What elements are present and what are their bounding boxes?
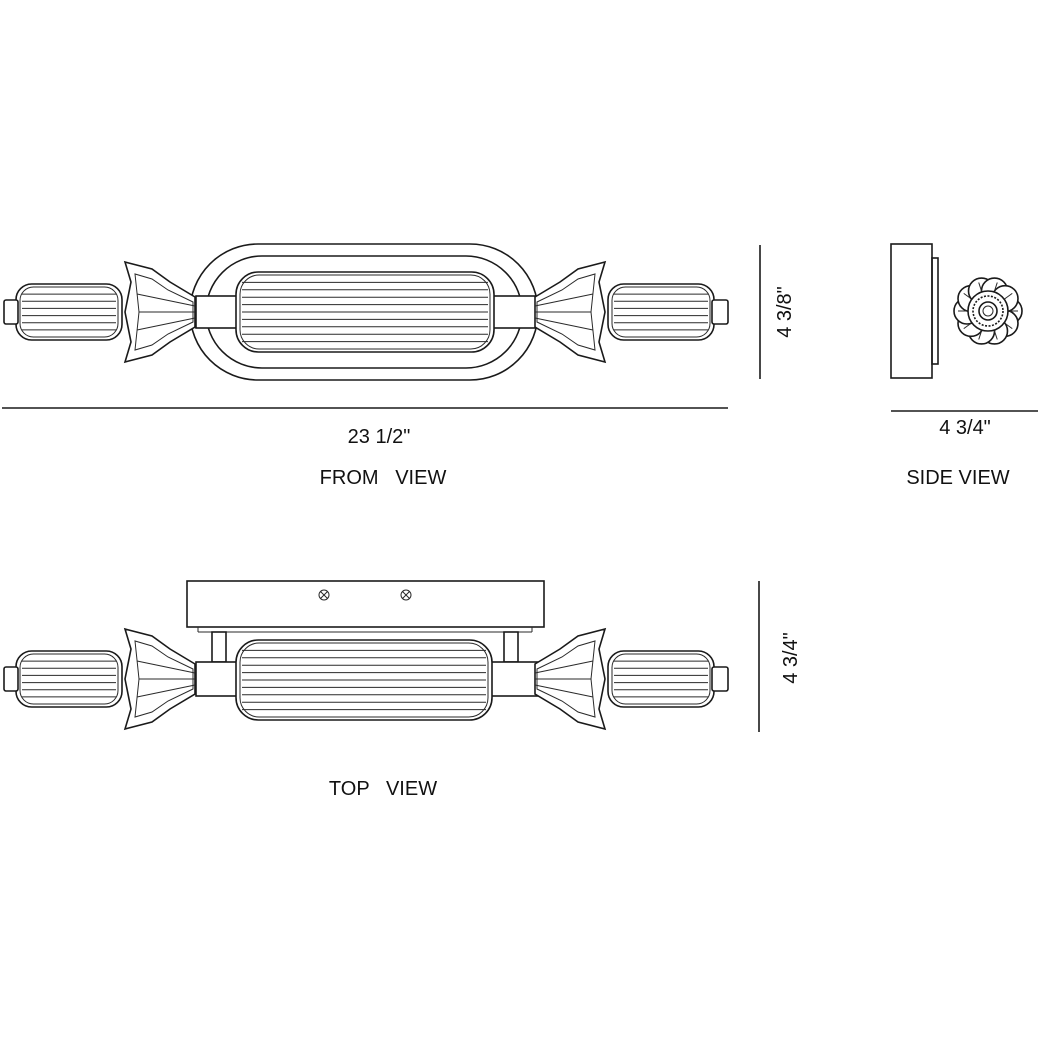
right-screw-icon: [400, 589, 412, 601]
right-crown: [534, 260, 607, 364]
side-view: [890, 243, 1023, 379]
center-shade: [235, 271, 495, 353]
side-rosette: [953, 277, 1023, 345]
side-depth-dim: 4 3/4": [939, 417, 991, 439]
top-view: [3, 580, 729, 731]
right-shade: [607, 283, 715, 341]
top-depth-dim: 4 3/4": [780, 632, 802, 684]
top-right-crown: [534, 627, 607, 731]
front-view-caption: FROM VIEW: [320, 467, 447, 489]
side-canopy-plate: [931, 257, 939, 365]
top-right-end-cap: [711, 666, 729, 692]
top-right-shade: [607, 650, 715, 708]
top-left-crown: [123, 627, 196, 731]
top-left-shade: [15, 650, 123, 708]
top-view-caption: TOP VIEW: [329, 778, 437, 800]
top-canopy: [186, 580, 545, 628]
top-left-end-cap: [3, 666, 19, 692]
top-center-shade: [235, 639, 493, 721]
front-view: [3, 243, 729, 381]
right-end-cap: [711, 299, 729, 325]
side-view-caption: SIDE VIEW: [906, 467, 1009, 489]
left-support-post: [211, 631, 227, 663]
side-canopy: [890, 243, 933, 379]
left-end-cap: [3, 299, 19, 325]
left-shade: [15, 283, 123, 341]
left-crown: [123, 260, 196, 364]
right-support-post: [503, 631, 519, 663]
left-screw-icon: [318, 589, 330, 601]
front-height-dim: 4 3/8": [774, 286, 796, 338]
front-width-dim: 23 1/2": [348, 426, 411, 448]
